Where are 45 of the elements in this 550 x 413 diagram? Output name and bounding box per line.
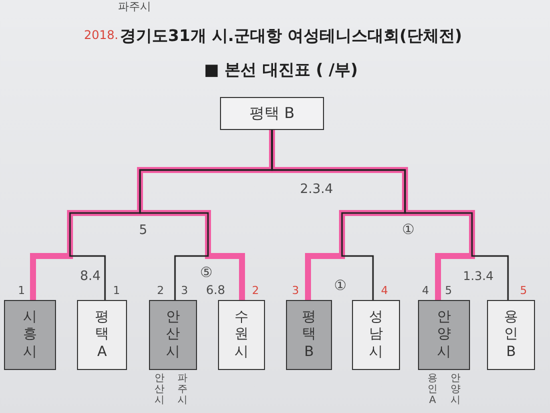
handwritten-number: 1 xyxy=(18,285,25,298)
team-box xyxy=(286,300,332,370)
team-box xyxy=(77,300,127,370)
team-box xyxy=(4,300,56,370)
team-name: 안산시 xyxy=(165,308,181,362)
handwritten-score: 1.3.4 xyxy=(463,270,494,284)
team-name: 평택 A xyxy=(94,308,110,362)
handwritten-score: ⑤ xyxy=(200,266,213,282)
handwritten-score: 2.3.4 xyxy=(300,183,334,198)
handwritten-number: 2 xyxy=(252,285,259,298)
handwritten-number: 5 xyxy=(520,285,527,298)
handwritten-note: 안양시 xyxy=(450,373,461,406)
handwritten-number: 4 xyxy=(422,285,429,298)
handwritten-number: 3 xyxy=(181,285,188,298)
handwritten-number: 3 xyxy=(292,285,299,298)
handwritten-score: 6.8 xyxy=(206,284,226,298)
handwritten-score: 5 xyxy=(139,224,148,238)
team-box xyxy=(149,300,197,370)
team-box xyxy=(418,300,470,370)
handwritten-note: 파주시 xyxy=(177,373,188,406)
subtitle: ■ 본선 대진표 ( /부) xyxy=(204,61,358,79)
handwritten-number: 4 xyxy=(381,285,388,298)
handwritten-score: ① xyxy=(334,279,347,294)
handwritten-note: 안산시 xyxy=(154,373,165,406)
team-box xyxy=(487,300,535,370)
handwritten-note: 용인A xyxy=(427,373,438,406)
team-name: 성남시 xyxy=(368,308,384,362)
team-name: 수원시 xyxy=(234,308,250,362)
team-name: 안양시 xyxy=(436,308,452,362)
winner-box xyxy=(220,97,324,130)
team-box xyxy=(352,300,400,370)
team-name: 평택 B xyxy=(301,308,317,362)
handwritten-number: 1 xyxy=(113,285,120,298)
team-box xyxy=(218,300,265,370)
team-name: 용인 B xyxy=(503,308,519,362)
team-name: 시흥시 xyxy=(22,308,38,362)
bracket-line xyxy=(271,129,509,301)
handwritten-score: ① xyxy=(402,223,415,238)
handwritten-note: 파주시 xyxy=(118,1,151,14)
handwritten-score: 8.4 xyxy=(80,270,101,284)
title: 경기도31개 시.군대항 여성테니스대회(단체전) xyxy=(120,26,462,47)
handwritten-number: 2 xyxy=(157,285,164,298)
handwritten-number: 5 xyxy=(445,285,452,298)
year-label: 2018. xyxy=(84,29,118,42)
team-name: 평택 B xyxy=(249,104,295,123)
